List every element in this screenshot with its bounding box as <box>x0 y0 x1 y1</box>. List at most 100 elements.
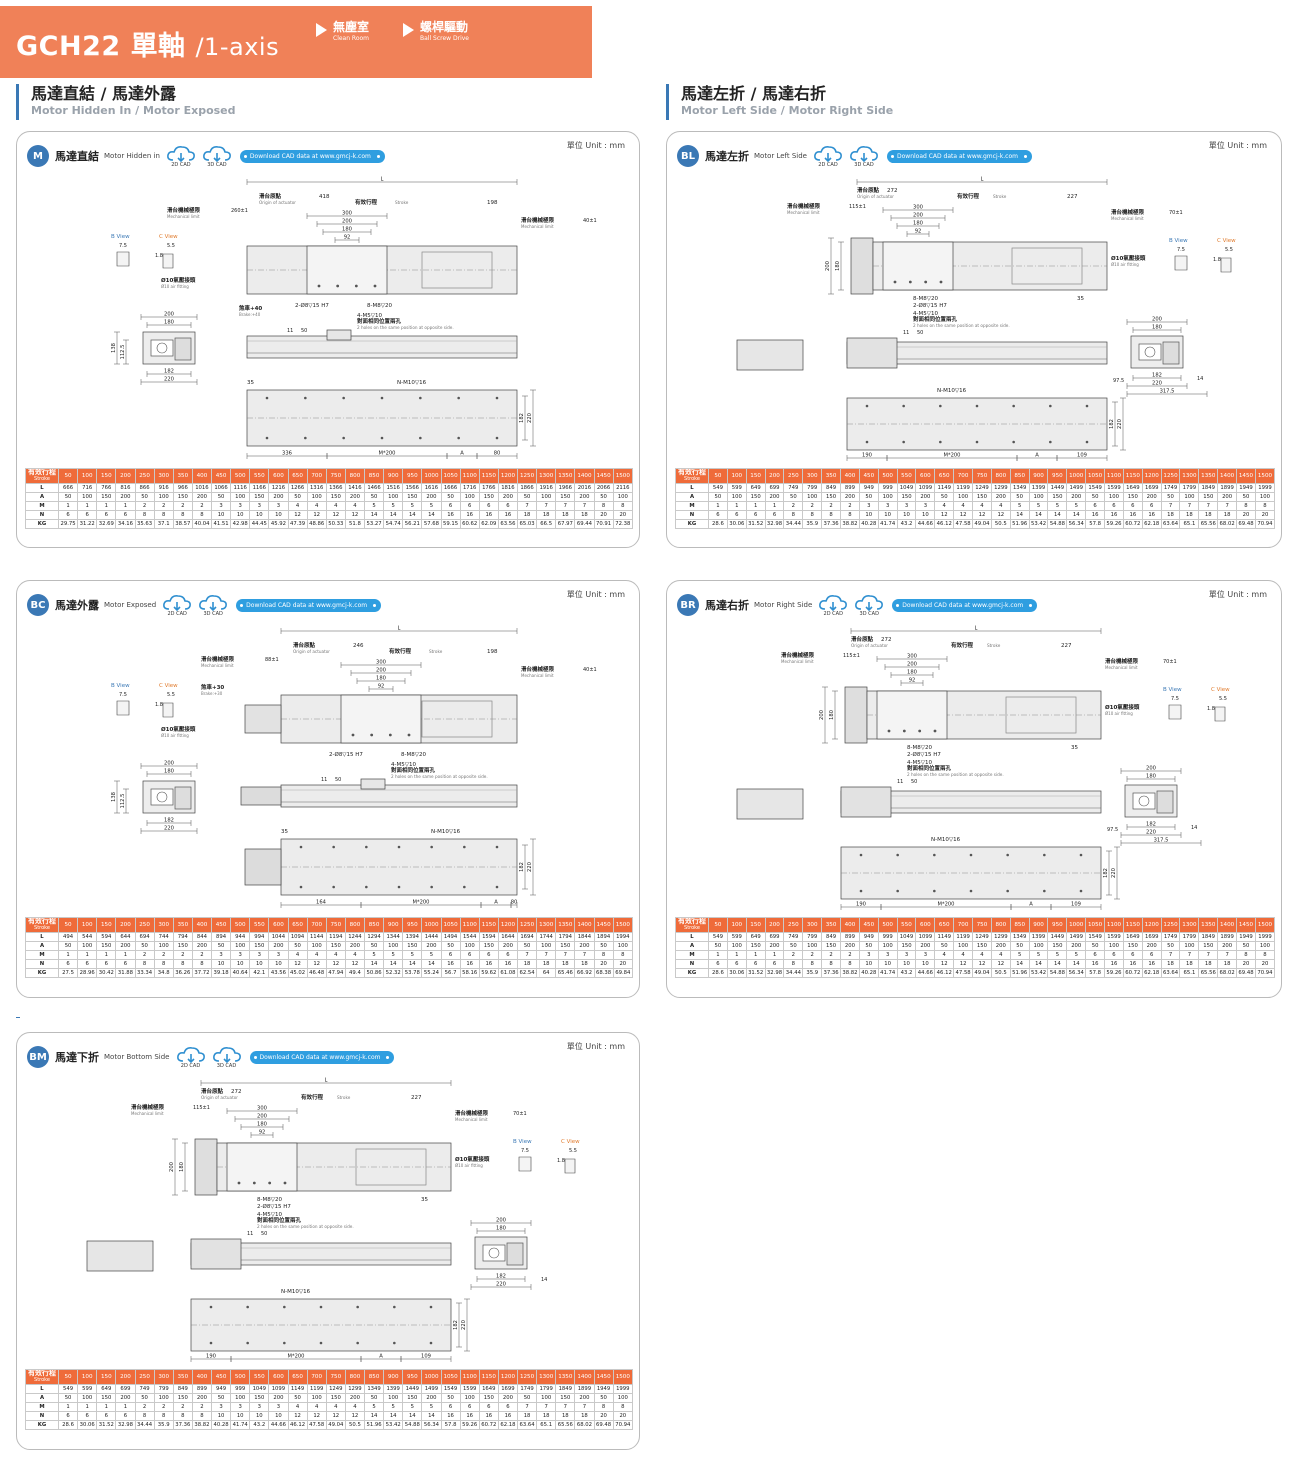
table-cell: 1299 <box>344 1384 366 1394</box>
stroke-value: 700 <box>953 468 974 484</box>
cad-2d-link[interactable]: 2D CAD <box>162 594 192 617</box>
dimension-label: A <box>1035 453 1039 459</box>
stroke-value: 600 <box>915 468 936 484</box>
table-cell: 100 <box>612 492 634 502</box>
cad-3d-link[interactable]: 3D CAD <box>198 594 228 617</box>
cloud-download-icon[interactable] <box>212 1046 242 1064</box>
stroke-value: 50 <box>57 917 79 933</box>
table-cell: 7 <box>1160 950 1181 960</box>
dimension-label: Ø10 air fitting <box>161 284 189 289</box>
table-cell: 150 <box>745 941 766 951</box>
stroke-value: 500 <box>877 468 898 484</box>
cloud-download-icon[interactable] <box>854 594 884 612</box>
end-view-inner <box>1138 343 1162 361</box>
cloud-download-icon[interactable] <box>818 594 848 612</box>
download-cad-link[interactable]: Download CAD data at www.gmcj-k.com <box>887 149 1032 163</box>
dimension-label: 有效行程 <box>301 1093 324 1101</box>
download-cad-link[interactable]: Download CAD data at www.gmcj-k.com <box>239 149 385 163</box>
table-cell: 50 <box>363 492 385 502</box>
cloud-download-icon[interactable] <box>198 594 228 612</box>
dimension-label: 109 <box>421 1354 431 1360</box>
cloud-download-icon[interactable] <box>176 1046 206 1064</box>
dimension-label: 418 <box>319 194 330 200</box>
dimension-label: 138 <box>111 792 117 802</box>
mount-hole <box>939 440 942 444</box>
dimension-label: 50 <box>301 328 307 334</box>
dimension-label: Origin of actuator <box>851 643 888 648</box>
stroke-value: 1150 <box>478 468 499 484</box>
cad-2d-link[interactable]: 2D CAD <box>813 145 843 168</box>
table-cell: 1899 <box>1217 483 1238 493</box>
dimension-label: Ø10氣壓接頭 <box>1105 703 1140 711</box>
table-cell: 150 <box>896 492 917 502</box>
table-cell: 4 <box>972 501 992 511</box>
table-cell: 3 <box>210 1402 232 1412</box>
row-label: N <box>25 959 59 969</box>
stroke-value: 350 <box>821 468 842 484</box>
cloud-download-icon[interactable] <box>849 145 879 163</box>
stroke-value: 1450 <box>1236 917 1256 933</box>
table-cell: 6 <box>115 959 136 969</box>
download-cad-link[interactable]: Download CAD data at www.gmcj-k.com <box>249 1050 395 1064</box>
table-cell: 200 <box>1217 492 1238 502</box>
carriage <box>876 690 948 740</box>
table-cell: 50 <box>210 492 232 502</box>
stroke-value: 1200 <box>497 917 519 933</box>
table-cell: 18 <box>516 510 538 520</box>
table-cell: 949 <box>858 483 879 493</box>
table-cell: 65.56 <box>1198 968 1219 978</box>
cad-2d-link[interactable]: 2D CAD <box>176 1046 206 1069</box>
download-cad-link[interactable]: Download CAD data at www.gmcj-k.com <box>236 598 382 612</box>
table-cell: 599 <box>77 1384 98 1394</box>
table-cell: 1094 <box>287 932 308 942</box>
mount-hole <box>463 885 466 889</box>
table-cell: 40.28 <box>858 968 879 978</box>
table-cell: 56.34 <box>1066 519 1087 529</box>
dimension-label: 7.5 <box>119 692 127 698</box>
cad-2d-link[interactable]: 2D CAD <box>166 145 196 168</box>
table-cell: 766 <box>96 483 117 493</box>
cad-3d-link[interactable]: 3D CAD <box>854 594 884 617</box>
actuator-side <box>280 784 518 808</box>
cloud-download-icon[interactable] <box>162 594 192 612</box>
unit-label: 單位 Unit : mm <box>566 590 625 599</box>
cloud-download-icon[interactable] <box>166 145 196 163</box>
unit-label: 單位 Unit : mm <box>1208 590 1267 599</box>
table-cell: 4 <box>325 950 346 960</box>
cad-3d-link[interactable]: 3D CAD <box>212 1046 242 1069</box>
cloud-download-icon[interactable] <box>202 145 232 163</box>
table-cell: 100 <box>1104 492 1124 502</box>
table-cell: 1999 <box>1254 483 1276 493</box>
cad-3d-link[interactable]: 3D CAD <box>849 145 879 168</box>
row-label: KG <box>675 968 709 978</box>
cloud-download-icon[interactable] <box>813 145 843 163</box>
table-cell: 1994 <box>612 932 634 942</box>
stroke-value: 450 <box>858 468 879 484</box>
dimension-label: 180 <box>342 227 352 233</box>
dimension-label: 14 <box>541 1277 547 1283</box>
cad-2d-link[interactable]: 2D CAD <box>818 594 848 617</box>
table-cell: 20 <box>1254 510 1276 520</box>
table-cell: 799 <box>153 1384 174 1394</box>
table-cell: 16 <box>459 1411 480 1421</box>
table-cell: 150 <box>325 492 346 502</box>
stroke-value: 500 <box>230 468 251 484</box>
table-cell: 8 <box>172 510 193 520</box>
table-cell: 12 <box>287 1411 308 1421</box>
type-name-en: Motor Exposed <box>104 601 157 609</box>
dimension-label: 1.8 <box>1207 706 1215 712</box>
stroke-value: 650 <box>287 468 308 484</box>
stroke-value: 800 <box>990 917 1011 933</box>
mount-hole <box>283 1181 287 1185</box>
stroke-value: 150 <box>745 917 766 933</box>
mount-hole <box>342 396 345 400</box>
download-cad-link[interactable]: Download CAD data at www.gmcj-k.com <box>892 598 1038 612</box>
type-name-cn: 馬達右折 <box>705 599 749 612</box>
dimension-label: 182 <box>164 818 174 824</box>
table-cell: 50 <box>593 941 614 951</box>
stroke-value: 500 <box>877 917 898 933</box>
cad-3d-link[interactable]: 3D CAD <box>202 145 232 168</box>
